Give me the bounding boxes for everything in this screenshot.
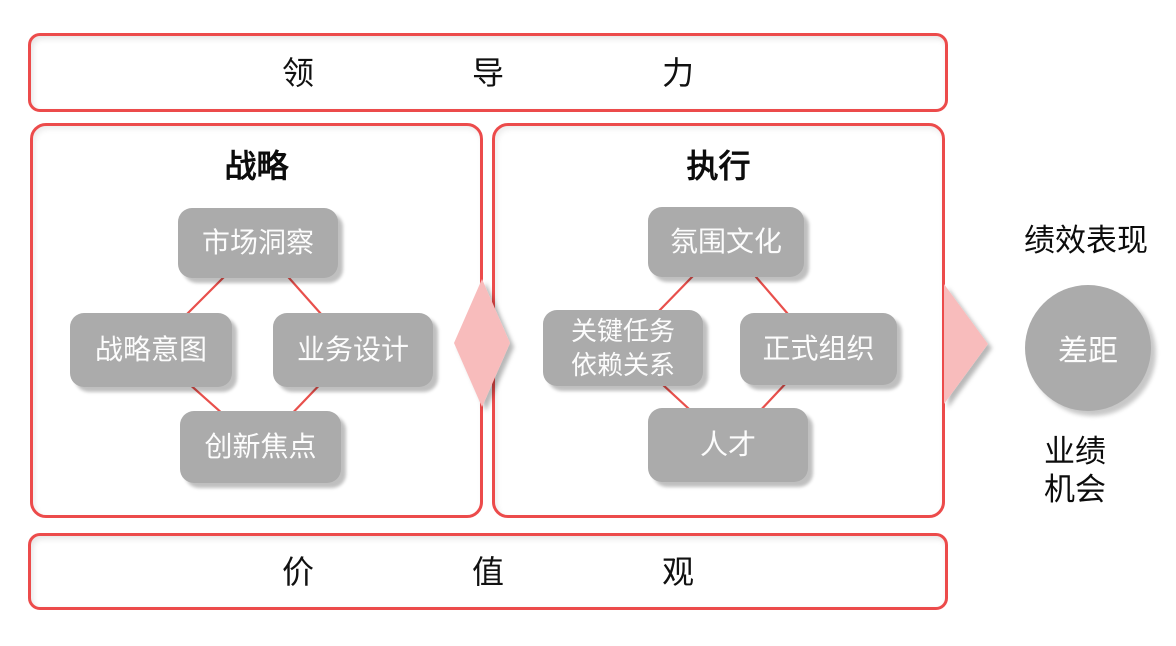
opportunity-label-line2: 机会 bbox=[1044, 472, 1106, 507]
values-char-2: 值 bbox=[471, 553, 504, 590]
values-banner-text: 价 值 观 bbox=[282, 556, 694, 588]
leadership-banner: 领 导 力 bbox=[28, 33, 948, 112]
node-atmosphere-culture: 氛围文化 bbox=[648, 207, 804, 277]
node-talent-label: 人才 bbox=[699, 428, 756, 460]
node-innovation-focus: 创新焦点 bbox=[180, 411, 341, 483]
opportunity-label-line1: 业绩 bbox=[1044, 434, 1106, 469]
node-key-tasks-line1: 关键任务 bbox=[570, 316, 675, 346]
node-key-tasks: 关键任务 依赖关系 bbox=[543, 310, 703, 386]
values-char-3: 观 bbox=[662, 553, 695, 590]
values-banner: 价 值 观 bbox=[28, 533, 948, 610]
node-talent: 人才 bbox=[648, 408, 808, 482]
node-market-insight-label: 市场洞察 bbox=[201, 226, 314, 258]
node-key-tasks-line2: 依赖关系 bbox=[570, 350, 675, 380]
node-business-design: 业务设计 bbox=[273, 313, 433, 387]
node-atmosphere-culture-label: 氛围文化 bbox=[669, 225, 782, 257]
strategy-panel-title: 战略 bbox=[224, 148, 289, 184]
leadership-banner-text: 领 导 力 bbox=[282, 57, 694, 89]
values-char-1: 价 bbox=[281, 553, 314, 590]
execution-panel-title: 执行 bbox=[686, 148, 751, 184]
node-market-insight: 市场洞察 bbox=[178, 208, 338, 278]
node-innovation-focus-label: 创新焦点 bbox=[204, 430, 317, 462]
leadership-char-3: 力 bbox=[662, 54, 695, 91]
right-arrow bbox=[944, 284, 988, 404]
node-formal-organization-label: 正式组织 bbox=[762, 332, 875, 364]
leadership-char-2: 导 bbox=[471, 54, 504, 91]
node-formal-organization: 正式组织 bbox=[740, 313, 897, 385]
opportunity-label: 业绩 机会 bbox=[1000, 433, 1150, 509]
gap-circle-label: 差距 bbox=[1058, 335, 1118, 368]
node-strategic-intent-label: 战略意图 bbox=[94, 333, 207, 365]
performance-label: 绩效表现 bbox=[1024, 223, 1148, 258]
node-business-design-label: 业务设计 bbox=[296, 333, 409, 365]
leadership-char-1: 领 bbox=[281, 54, 314, 91]
node-strategic-intent: 战略意图 bbox=[70, 313, 232, 387]
gap-circle: 差距 bbox=[1025, 285, 1151, 411]
